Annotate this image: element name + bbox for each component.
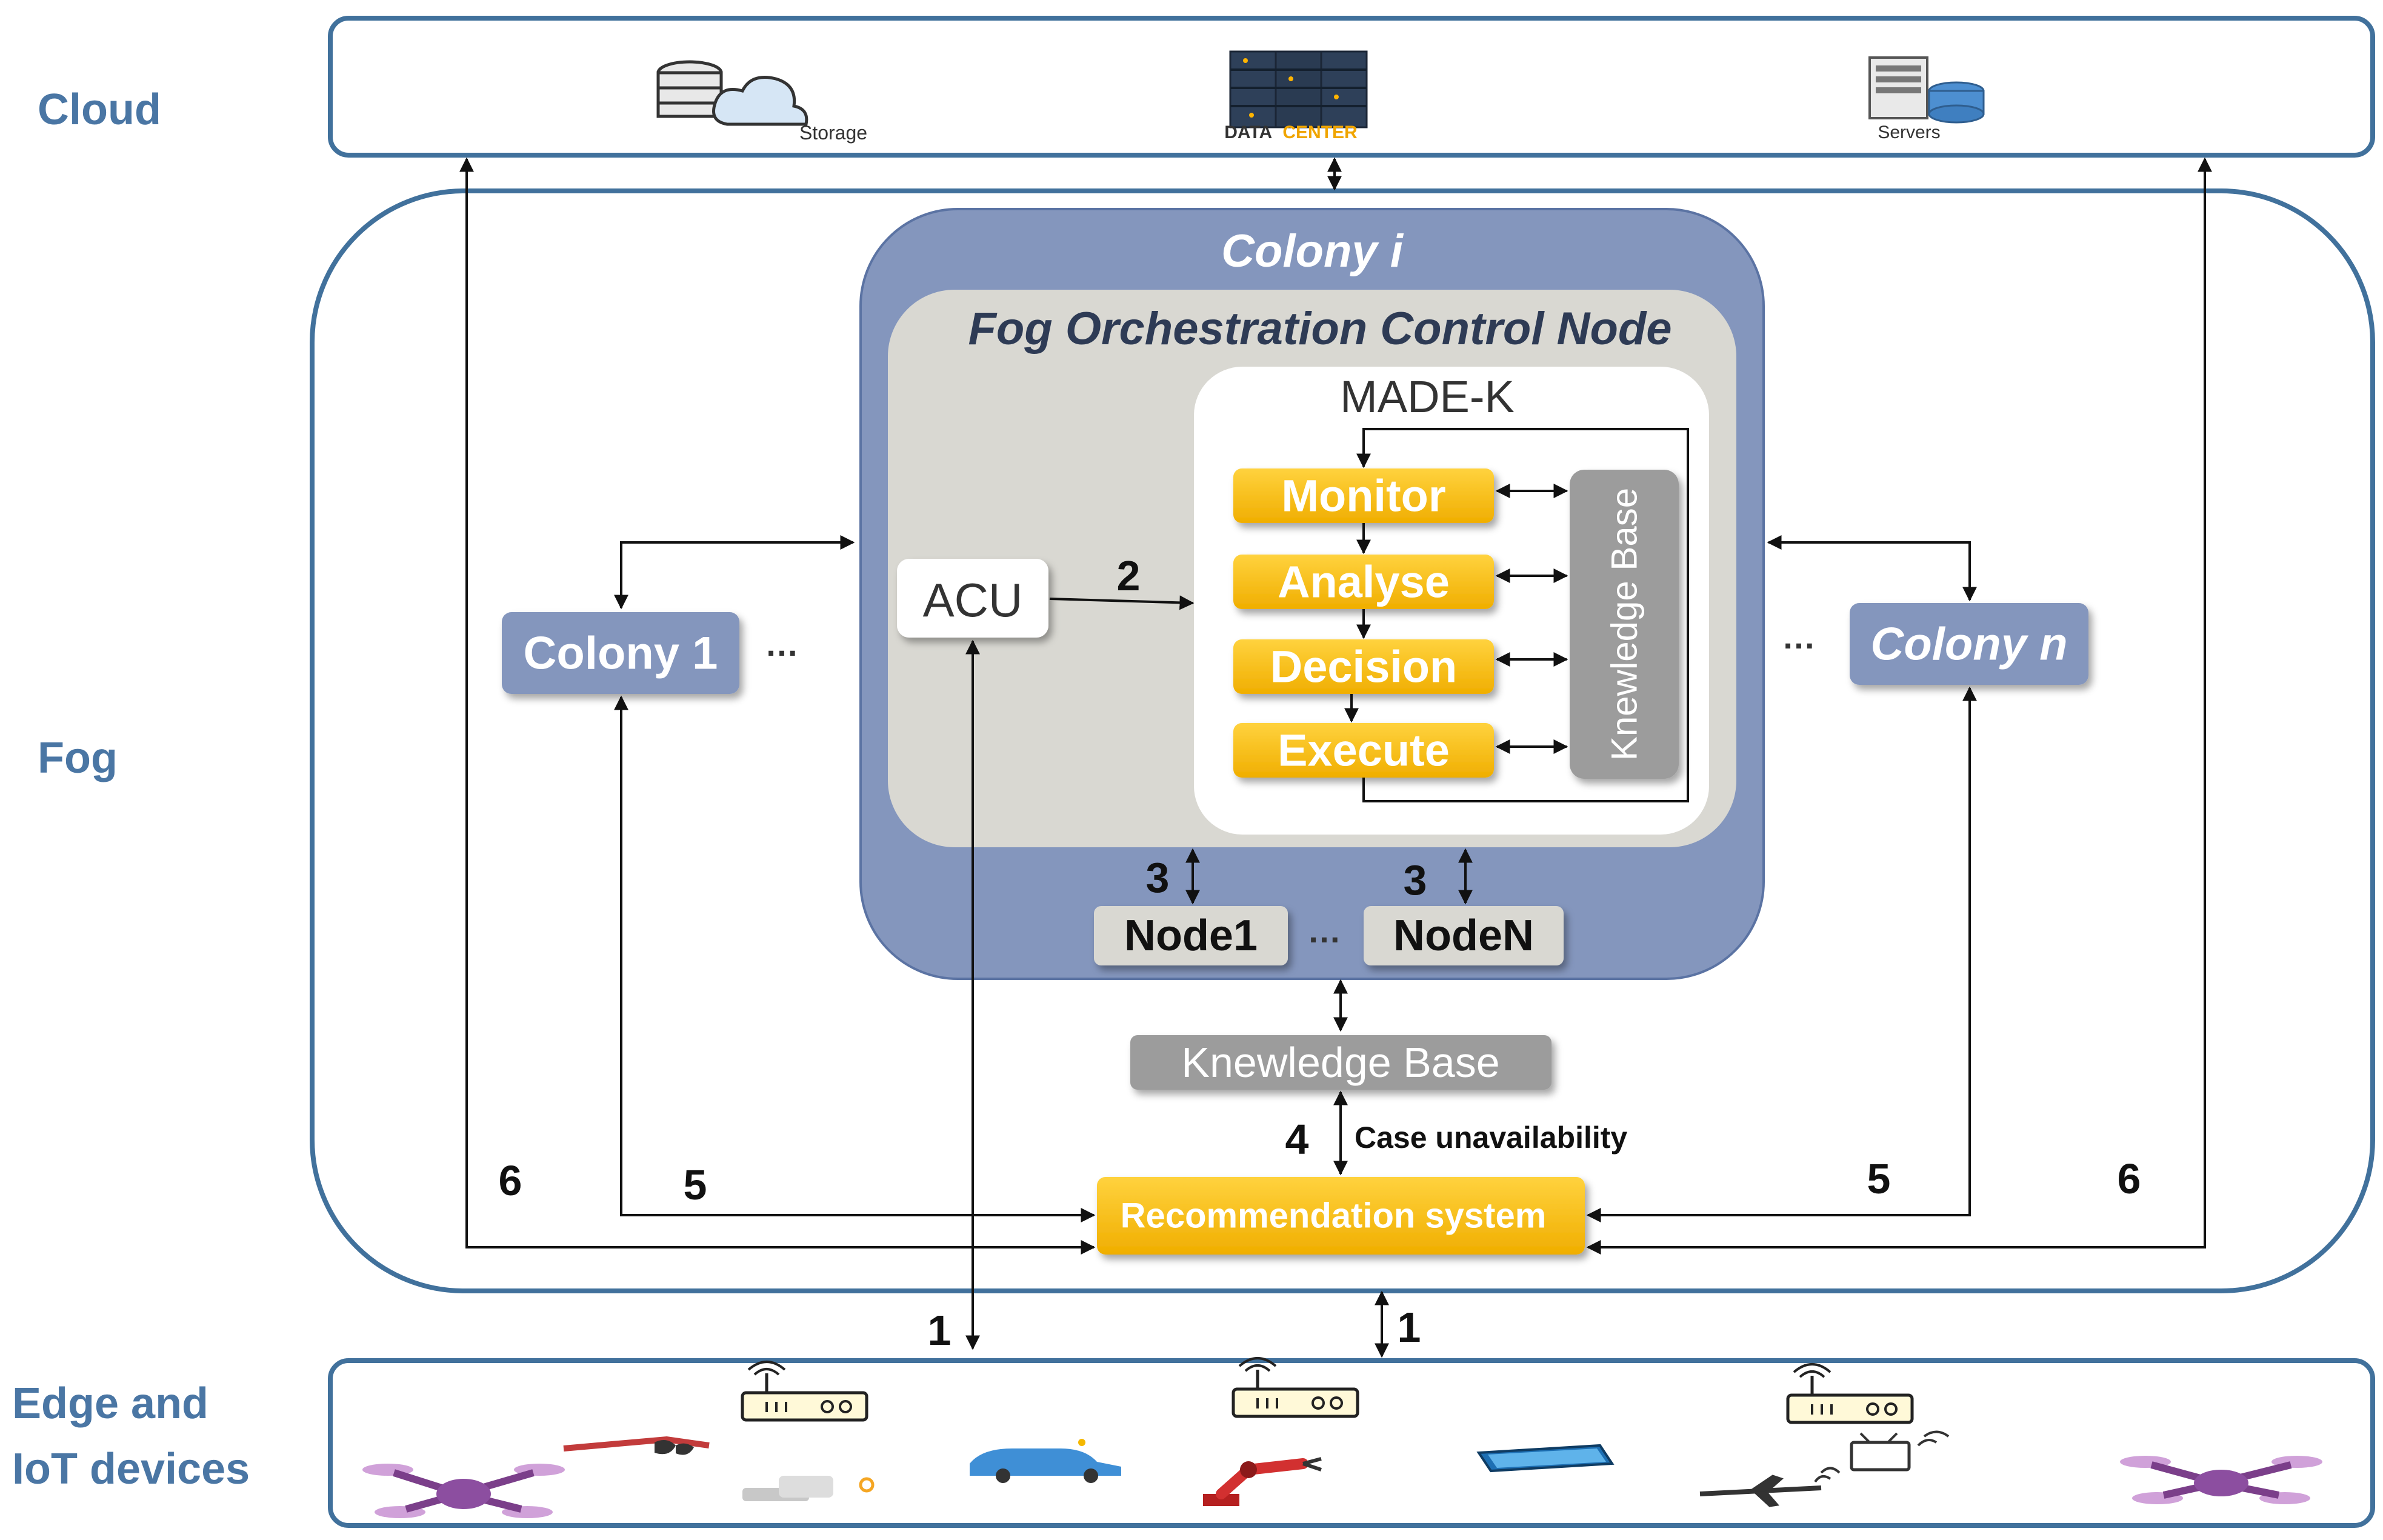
step-number-6-right: 6 [2118,1155,2141,1202]
step-number-4: 4 [1285,1116,1309,1163]
tv-icon [1850,1430,1950,1472]
datacenter-label-b: CENTER [1282,122,1358,142]
router-icon [1786,1363,1914,1424]
step-number-2: 2 [1117,552,1141,599]
car-icon [970,1439,1121,1483]
step-execute-label: Execute [1278,725,1450,776]
step-number-3-b: 3 [1404,856,1427,904]
robot-arm-icon [1203,1457,1322,1506]
datacenter-label-a: DATA [1224,122,1271,142]
edge-layer-label-line1: Edge and [12,1379,208,1428]
step-number-6-left: 6 [499,1157,522,1204]
step-number-1-right: 1 [1398,1304,1421,1351]
recommendation-system-label: Recommendation system [1121,1196,1547,1236]
step-analyse: Analyse [1233,555,1494,609]
step-monitor: Monitor [1233,468,1494,523]
cloud-recommendation-arrow-right [1586,157,2212,1255]
fog-orchestration-title: Fog Orchestration Control Node [968,303,1671,355]
nodeN-label: NodeN [1393,912,1534,960]
colony-1-label: Colony 1 [524,628,718,679]
server-icon [1868,56,1985,124]
drone-icon [2120,1456,2322,1504]
colony-i-title-main: Colony [1221,225,1390,277]
fog-layer-label: Fog [38,734,118,782]
tablet-icon [1476,1444,1615,1473]
drone-icon [362,1464,565,1518]
inner-knowledge-base-label: Knewledge Base [1604,488,1645,761]
edge-layer-label-line2: IoT devices [12,1445,250,1493]
node1-label: Node1 [1124,912,1258,960]
knowledge-base-label: Knewledge Base [1181,1039,1499,1086]
colony-n-label: Colony n [1870,619,2067,670]
servers-label: Servers [1878,122,1940,142]
router-icon [1231,1357,1359,1418]
recommendation-system-box [1097,1177,1585,1255]
colony-i-title-index: i [1390,225,1404,277]
nodeN-box [1364,906,1564,965]
step-decision-label: Decision [1270,642,1457,692]
storage-label: Storage [799,122,867,144]
knowledge-base-box [1130,1035,1551,1090]
step-analyse-label: Analyse [1278,557,1450,607]
step-number-1-left: 1 [928,1307,952,1354]
plane-icon [1699,1467,1841,1507]
glasses-icon [563,1436,710,1455]
made-k-title: MADE-K [1340,372,1515,422]
step-execute: Execute [1233,723,1494,778]
datacenter-label: DATA CENTER [1224,122,1358,142]
step-number-5-left: 5 [684,1161,707,1208]
step-number-3-a: 3 [1146,854,1170,901]
camera-icon [742,1476,875,1501]
step-number-5-right: 5 [1867,1155,1891,1202]
step-decision: Decision [1233,639,1494,694]
step-monitor-label: Monitor [1281,471,1445,521]
cloud-layer-label: Cloud [38,85,161,134]
node1-box [1094,906,1288,965]
router-icon [741,1361,868,1422]
colony-1-dots: … [765,625,799,663]
node-dots: … [1307,912,1341,950]
case-unavailability-label: Case unavailability [1355,1121,1627,1155]
colony-i-title: Colony i [1221,225,1404,277]
database-cloud-icon [656,60,808,126]
datacenter-rack-icon [1229,50,1368,128]
acu-label: ACU [923,573,1023,627]
cloud-recommendation-arrow-left [459,157,1096,1255]
colony-n-dots: … [1782,618,1816,656]
